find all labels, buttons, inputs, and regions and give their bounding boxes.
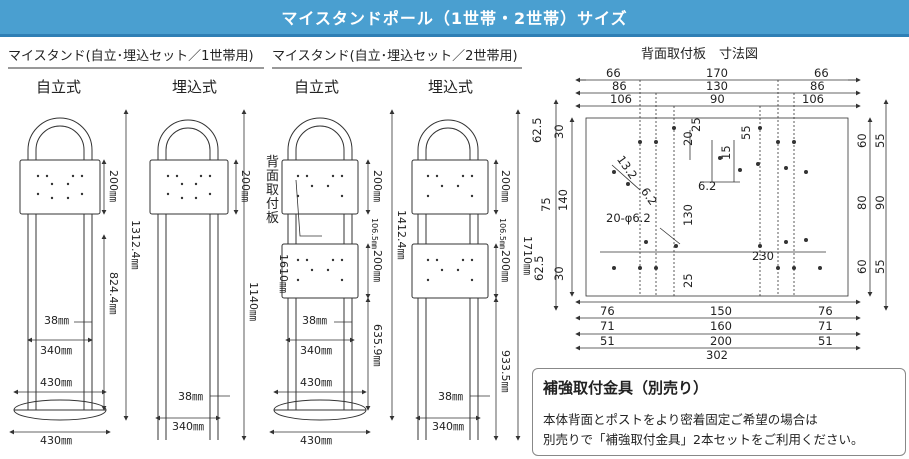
pole-single-embedded bbox=[149, 119, 229, 440]
plate-dim-top1: 66 bbox=[606, 66, 621, 80]
dim-pipe-3: 38㎜ bbox=[302, 314, 327, 327]
page-title: マイスタンドポール（1世帯・2世帯）サイズ bbox=[281, 9, 628, 28]
plate-dim-row2a: 86 bbox=[612, 79, 627, 93]
dim-base-1: 430㎜ bbox=[40, 376, 72, 389]
plate-dim-inner1: 20 bbox=[681, 131, 695, 146]
plate-dim-right-f: 55 bbox=[873, 259, 887, 274]
dim-pipe-2: 38㎜ bbox=[178, 390, 203, 403]
plate-dim-inner2: 25 bbox=[689, 117, 703, 132]
plate-dim-mid25: 25 bbox=[681, 273, 695, 288]
plate-dim-row3a: 106 bbox=[610, 92, 632, 106]
type-label-free-1: 自立式 bbox=[36, 78, 81, 96]
plate-dim-right-e: 60 bbox=[855, 259, 869, 274]
plate-dim-bot1a: 76 bbox=[600, 304, 615, 318]
plate-dim-left-b: 30 bbox=[552, 124, 566, 139]
plate-dim-top2: 170 bbox=[706, 66, 728, 80]
reinforcement-note: 補強取付金具（別売り） 本体背面とポストをより密着固定ご希望の場合は 別売りで「… bbox=[532, 368, 906, 456]
dim-height-free-2: 1412.4㎜ bbox=[395, 210, 408, 260]
plate-dim-row3c: 106 bbox=[802, 92, 824, 106]
plate-dim-left-c: 75 bbox=[539, 197, 553, 212]
dim-pipe-4: 38㎜ bbox=[438, 390, 463, 403]
plate-label-vertical: 背面取付板 bbox=[266, 155, 279, 226]
dim-panel-h-2: 200㎜ bbox=[239, 170, 252, 202]
section-double-heading: マイスタンド(自立･埋込セット／2世帯用) bbox=[272, 49, 518, 64]
dim-embed-lower-4: 933.5㎜ bbox=[499, 350, 512, 393]
plate-dim-mid130: 130 bbox=[681, 204, 695, 226]
dim-base-3b: 430㎜ bbox=[300, 434, 332, 447]
dim-embed-upper-1: 824.4㎜ bbox=[107, 272, 120, 315]
title-banner: マイスタンドポール（1世帯・2世帯）サイズ bbox=[0, 0, 909, 37]
dim-lower-2: 635.9㎜ bbox=[371, 324, 384, 367]
dim-width-2: 340㎜ bbox=[172, 420, 204, 433]
note-line-2: 別売りで「補強取付金具」2本セットをご利用ください。 bbox=[543, 432, 864, 447]
dim-gap-3: 106.5㎜ bbox=[370, 218, 379, 249]
plate-dim-mid230: 230 bbox=[752, 249, 774, 263]
plate-dim-bot2a: 71 bbox=[600, 319, 615, 333]
plate-dim-bot3c: 51 bbox=[818, 334, 833, 348]
plate-dim-bot3b: 200 bbox=[710, 334, 732, 348]
pole-double-freestanding bbox=[273, 117, 367, 421]
plate-dim-right-a: 60 bbox=[855, 133, 869, 148]
dim-panel-h-4b: 200㎜ bbox=[499, 250, 512, 282]
pole2-panel-holes bbox=[166, 174, 212, 200]
plate-dim-bot2c: 71 bbox=[818, 319, 833, 333]
plate-dim-holes: 20-φ6.2 bbox=[606, 211, 651, 225]
dim-width-1: 340㎜ bbox=[40, 344, 72, 357]
pole-single-freestanding bbox=[13, 117, 107, 421]
section-single-heading: マイスタンド(自立･埋込セット／1世帯用) bbox=[8, 49, 254, 64]
plate-label-char: 取 bbox=[266, 183, 279, 198]
dim-pipe-1: 38㎜ bbox=[44, 314, 69, 327]
plate-dim-top3: 66 bbox=[814, 66, 829, 80]
dim-panel-h-3: 200㎜ bbox=[371, 170, 384, 202]
plate-dim-inner5: 6.2 bbox=[698, 179, 716, 193]
note-line-1: 本体背面とポストをより密着固定ご希望の場合は bbox=[543, 412, 818, 427]
plate-label-char: 背 bbox=[266, 155, 279, 170]
type-label-emb-1: 埋込式 bbox=[172, 78, 217, 96]
plate-dim-bot2b: 160 bbox=[710, 319, 732, 333]
type-label-emb-2: 埋込式 bbox=[428, 78, 473, 96]
plate-dim-row3b: 90 bbox=[710, 92, 725, 106]
type-label-free-2: 自立式 bbox=[294, 78, 339, 96]
dim-height-total-2: 1610㎜ bbox=[277, 254, 290, 293]
dim-panel-h-3b: 200㎜ bbox=[371, 250, 384, 282]
plate-heading: 背面取付板 寸法図 bbox=[641, 47, 758, 62]
plate-dim-left-e: 62.5 bbox=[532, 255, 546, 281]
plate-dim-bot3a: 51 bbox=[600, 334, 615, 348]
pole4-panel-holes bbox=[426, 174, 474, 282]
dim-panel-h-4: 200㎜ bbox=[499, 170, 512, 202]
plate-dim-row2c: 86 bbox=[810, 79, 825, 93]
dim-width-4: 340㎜ bbox=[432, 420, 464, 433]
plate-dim-right-b: 55 bbox=[873, 133, 887, 148]
plate-dim-right-d: 90 bbox=[873, 195, 887, 210]
pole-double-embedded bbox=[411, 119, 489, 440]
plate-dim-row2b: 130 bbox=[706, 79, 728, 93]
dim-gap-4: 106.5㎜ bbox=[498, 218, 507, 249]
pole3-panel-holes bbox=[296, 174, 344, 282]
plate-dim-bot4: 302 bbox=[706, 348, 728, 362]
plate-dim-inner3: 55 bbox=[739, 125, 753, 140]
plate-dim-bot1b: 150 bbox=[710, 304, 732, 318]
plate-label-char: 板 bbox=[266, 211, 279, 226]
plate-label-char: 面 bbox=[266, 169, 279, 184]
dim-base-1b: 430㎜ bbox=[40, 434, 72, 447]
plate-dim-left-d: 140 bbox=[556, 189, 570, 211]
dim-height-total-4: 1710㎜ bbox=[521, 236, 534, 275]
pole-dimension-lines bbox=[9, 109, 521, 441]
dim-height-emb-1: 1140㎜ bbox=[247, 282, 260, 321]
dim-panel-h-1: 200㎜ bbox=[107, 170, 120, 202]
plate-dim-left-f: 30 bbox=[552, 266, 566, 281]
plate-holes bbox=[612, 126, 822, 270]
dim-height-free-1: 1312.4㎜ bbox=[129, 220, 142, 270]
back-plate-drawing bbox=[553, 77, 889, 351]
plate-label-char: 付 bbox=[266, 197, 279, 212]
plate-dim-left-a: 62.5 bbox=[530, 117, 544, 143]
plate-dim-bot1c: 76 bbox=[818, 304, 833, 318]
dim-base-3: 430㎜ bbox=[300, 376, 332, 389]
pole1-panel-holes bbox=[36, 174, 84, 200]
plate-dim-right-c: 80 bbox=[855, 195, 869, 210]
plate-dim-inner4: 15 bbox=[719, 145, 733, 160]
note-title: 補強取付金具（別売り） bbox=[543, 379, 709, 397]
dim-width-3: 340㎜ bbox=[300, 344, 332, 357]
